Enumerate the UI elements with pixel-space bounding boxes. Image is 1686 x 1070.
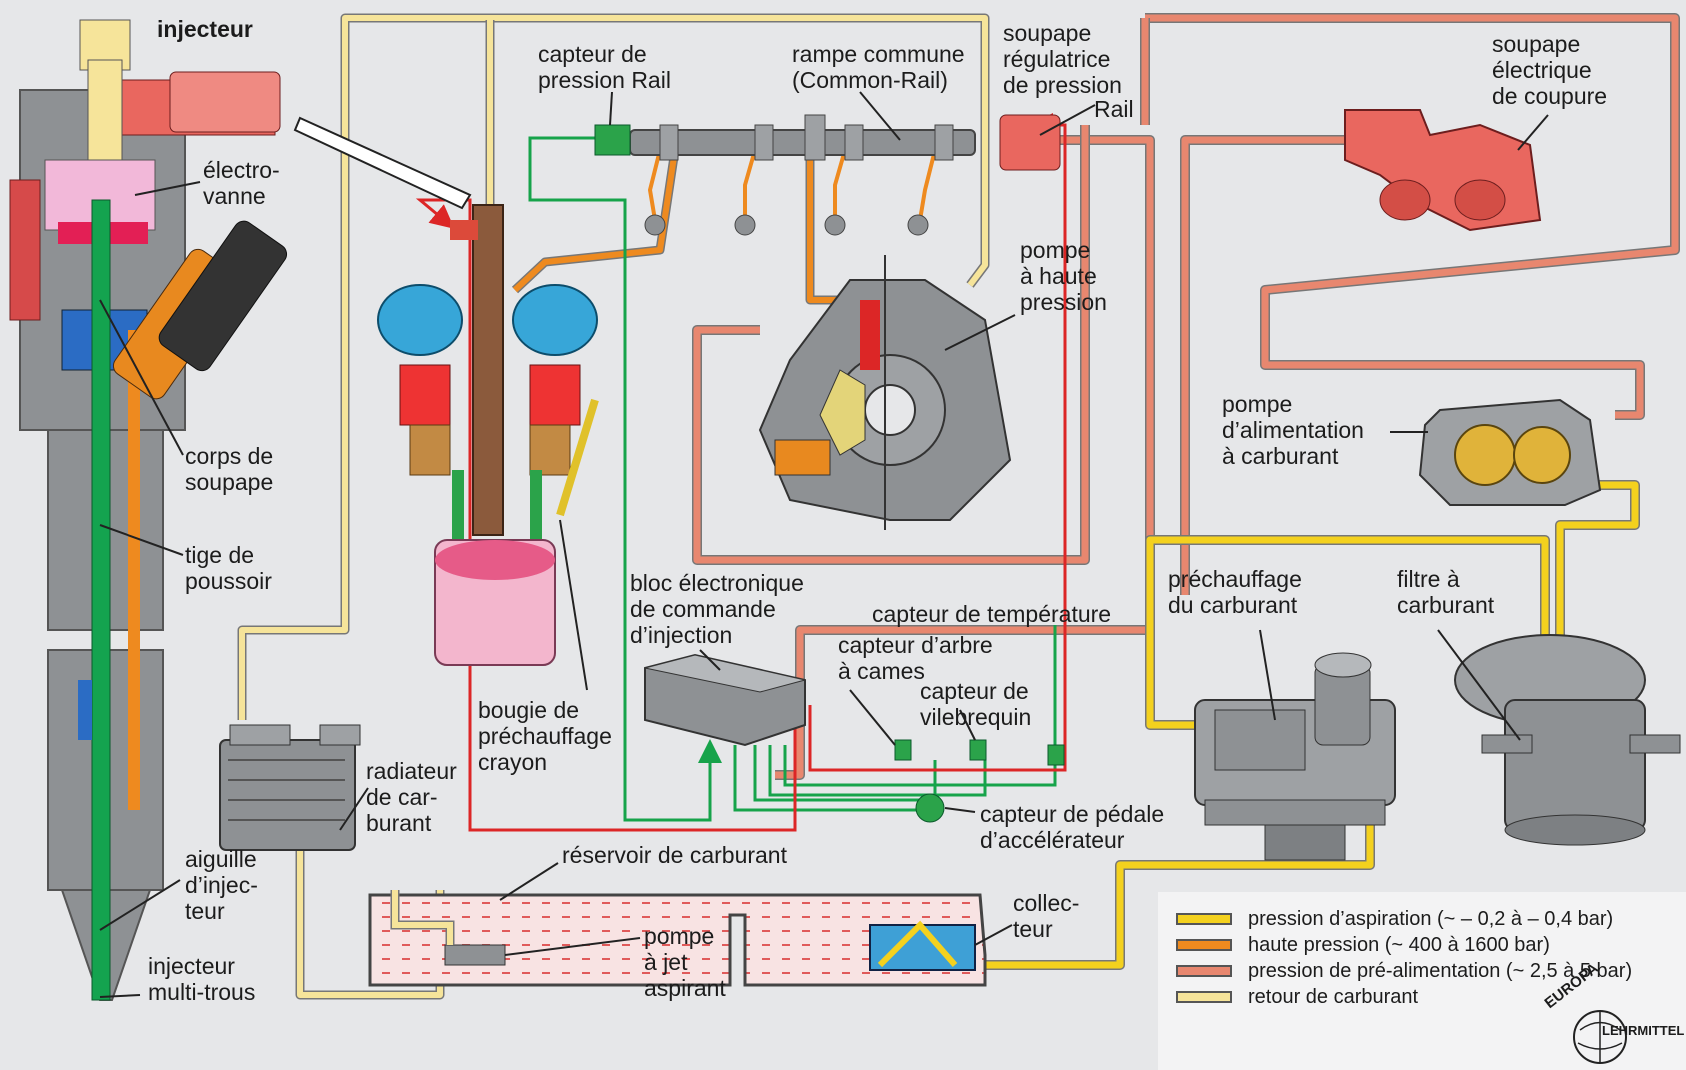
legend-swatch-return bbox=[1176, 991, 1232, 1003]
legend-text-high-pressure: haute pression (~ 400 à 1600 bar) bbox=[1248, 934, 1550, 956]
leader-cooler bbox=[339, 787, 369, 831]
high-pressure-lines bbox=[511, 149, 937, 305]
label-electrovanne: électro- vanne bbox=[203, 157, 280, 209]
legend: pression d’aspiration (~ – 0,2 à – 0,4 b… bbox=[1158, 892, 1686, 1070]
label-injecteur: injecteur bbox=[157, 16, 253, 42]
label-pompe-haute-pression: pompe à haute pression bbox=[1020, 237, 1107, 315]
label-pompe-jet: pompe à jet aspirant bbox=[644, 923, 726, 1001]
pointer-arrow bbox=[293, 116, 472, 210]
label-injecteur-multitrous: injecteur multi-trous bbox=[148, 953, 256, 1005]
cylinder-illustration bbox=[377, 204, 599, 666]
label-capteur-arbre: capteur d’arbre à cames bbox=[838, 632, 993, 684]
fuel-cooler-illustration bbox=[219, 724, 361, 851]
feed-pump-illustration bbox=[1418, 398, 1602, 506]
leader-rail bbox=[609, 91, 1096, 141]
label-bloc-electronique: bloc électronique de commande d’injectio… bbox=[630, 570, 804, 648]
label-soupape-regulatrice: soupape régulatrice de pression bbox=[1003, 20, 1122, 98]
return-lines bbox=[237, 13, 990, 1000]
label-corps-soupape: corps de soupape bbox=[185, 443, 274, 495]
leader-preheater bbox=[1259, 629, 1276, 721]
legend-swatch-suction bbox=[1176, 913, 1232, 925]
label-capteur-pression-rail: capteur de pression Rail bbox=[538, 41, 671, 93]
label-soupape-coupure: soupape électrique de coupure bbox=[1492, 31, 1608, 109]
legend-text-suction: pression d’aspiration (~ – 0,2 à – 0,4 b… bbox=[1248, 908, 1614, 930]
leader-ecu bbox=[699, 649, 721, 671]
label-bougie: bougie de préchauffage crayon bbox=[478, 697, 612, 775]
label-prechauffage: préchauffage du carburant bbox=[1168, 566, 1302, 618]
label-pompe-alimentation: pompe d’alimentation à carburant bbox=[1222, 391, 1364, 469]
europa-logo: EUROPA LEHRMITTEL bbox=[1542, 960, 1684, 1067]
leader-filter bbox=[1437, 629, 1521, 741]
label-soupape-regulatrice-rail: Rail bbox=[1094, 96, 1134, 122]
leader-shutoff bbox=[1517, 114, 1549, 151]
shutoff-valve-illustration bbox=[1344, 109, 1542, 232]
label-filtre: filtre à carburant bbox=[1397, 566, 1495, 618]
preheater-illustration bbox=[1194, 652, 1396, 861]
legend-text-return: retour de carburant bbox=[1248, 986, 1419, 1008]
label-tige-poussoir: tige de poussoir bbox=[185, 542, 272, 594]
label-rampe-commune: rampe commune (Common-Rail) bbox=[792, 41, 965, 93]
label-capteur-pedale: capteur de pédale d’accélérateur bbox=[980, 801, 1165, 853]
injector-illustration bbox=[9, 19, 288, 1001]
prefeed-lines bbox=[692, 13, 1680, 780]
label-radiateur: radiateur de car- burant bbox=[366, 758, 457, 836]
sensor-icons bbox=[894, 739, 1065, 823]
hp-pump-illustration bbox=[758, 255, 1012, 530]
signal-lines bbox=[415, 113, 1067, 832]
filter-illustration bbox=[1454, 634, 1681, 846]
leader-tank bbox=[499, 862, 1013, 956]
label-reservoir: réservoir de carburant bbox=[562, 842, 787, 868]
leader-hp-pump bbox=[944, 314, 1016, 351]
legend-text-prefeed: pression de pré-alimentation (~ 2,5 à 5 … bbox=[1248, 960, 1633, 982]
ecu-illustration bbox=[644, 653, 806, 747]
logo-text-bottom: LEHRMITTEL bbox=[1602, 1023, 1685, 1038]
label-capteur-vilebrequin: capteur de vilebrequin bbox=[920, 678, 1032, 730]
legend-swatch-high-pressure bbox=[1176, 939, 1232, 951]
label-capteur-temperature: capteur de température bbox=[872, 601, 1112, 627]
legend-swatch-prefeed bbox=[1176, 965, 1232, 977]
leader-lines-left bbox=[99, 181, 201, 998]
common-rail-illustration bbox=[594, 114, 1061, 236]
leader-bougie bbox=[559, 519, 588, 691]
fuel-tank-illustration bbox=[368, 890, 987, 987]
label-aiguille: aiguille d’injec- teur bbox=[185, 846, 258, 924]
globe-icon bbox=[1573, 1010, 1627, 1064]
leader-sensors bbox=[849, 689, 976, 813]
label-collecteur: collec- teur bbox=[1013, 890, 1080, 942]
